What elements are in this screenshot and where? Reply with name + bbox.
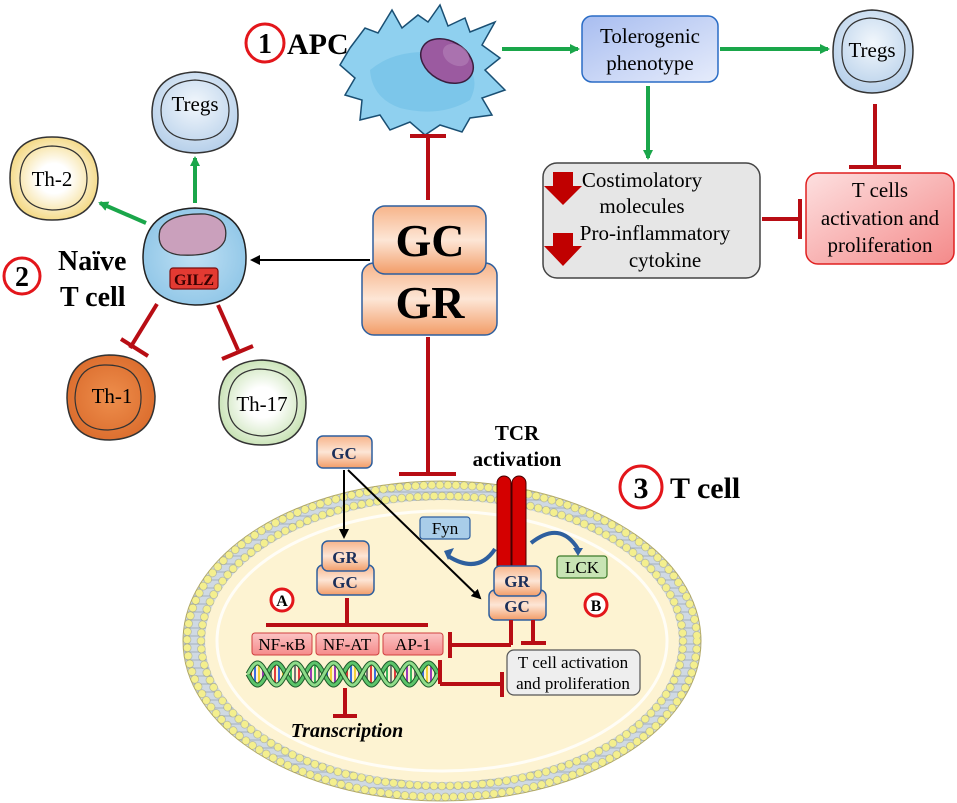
curved-arrow-head-icon (444, 548, 454, 560)
costim-line2: molecules (599, 194, 684, 218)
marker-b-label: B (591, 598, 602, 615)
section-2-label: 2 Naïve T cell (2, 246, 126, 313)
tolerogenic-line2: phenotype (606, 51, 693, 75)
marker-a: A (269, 587, 295, 613)
section-3-label: 3 T cell (618, 464, 740, 510)
gc-box-center (372, 205, 487, 275)
gr-b-label: GR (504, 572, 530, 591)
tf-nfat: NF-AT (315, 632, 380, 656)
tolerogenic-phenotype-box: Tolerogenic phenotype (581, 15, 719, 83)
proinf-line2: cytokine (629, 248, 701, 272)
curved-arrow-icon (529, 531, 580, 551)
tcell-label: T cell (670, 472, 740, 505)
number-circle-1 (244, 22, 286, 64)
down-arrow-icon (544, 172, 582, 205)
gc-a-label: GC (332, 573, 358, 592)
tf-nfkb-label: NF-κB (258, 635, 305, 654)
transcription-label: Transcription (291, 720, 404, 742)
gr-gc-complex-a: GR GC (316, 540, 375, 596)
tf-nfat-label: NF-AT (323, 635, 372, 654)
tolerogenic-line1: Tolerogenic (600, 24, 700, 48)
inhibit-gr-to-tfs (266, 598, 428, 627)
tcells-line1: T cells (852, 178, 908, 202)
tf-nfkb: NF-κB (251, 632, 313, 656)
tregs-right-label: Tregs (848, 38, 895, 62)
marker-a-label: A (276, 593, 288, 610)
costimulatory-box: Costimolatory molecules Pro-inflammatory… (542, 162, 761, 279)
number-circle-3 (618, 464, 664, 510)
curved-arrow-icon (446, 547, 497, 566)
inhibit-gr-to-tcell (399, 337, 456, 476)
lck-box: LCK (556, 555, 608, 579)
dna-helix-icon (245, 660, 441, 688)
tcells-activation-box: T cells activation and proliferation (805, 172, 955, 265)
arrow-gc-to-gr-b (347, 469, 482, 600)
proinf-line1: Pro-inflammatory (580, 221, 731, 245)
th17-cell: Th-17 (218, 359, 307, 446)
naive-nucleus (158, 213, 227, 256)
number-1: 1 (258, 29, 272, 60)
apc-cell-icon (339, 3, 507, 136)
tregs-cell-right: Tregs (832, 9, 914, 94)
naive-label-line2: T cell (60, 282, 126, 313)
arrow-naive-to-th2 (98, 201, 147, 225)
gilz-badge (169, 267, 219, 290)
naive-label-line1: Naïve (58, 246, 126, 277)
gc-center-label: GC (396, 215, 465, 266)
gc-gr-complex-center: GC GR (361, 205, 498, 336)
marker-b: B (583, 592, 609, 618)
th1-cell: Th-1 (66, 354, 156, 441)
gr-center-label: GR (396, 277, 466, 328)
tcells-line3: proliferation (828, 233, 933, 257)
tf-ap1: AP-1 (382, 632, 444, 656)
apc-label: APC (287, 28, 349, 61)
th17-label: Th-17 (236, 392, 287, 416)
section-1-label: 1 APC (244, 22, 349, 64)
inhibit-dna-to-transcription (333, 688, 357, 718)
lck-label: LCK (565, 558, 600, 577)
inhibit-dna-to-tcell-act (438, 660, 504, 697)
gc-outside-label: GC (331, 444, 357, 463)
naive-tcell-icon: GILZ (142, 207, 247, 306)
number-3: 3 (634, 472, 649, 505)
gr-gc-complex-b: GR GC (488, 565, 547, 621)
tcell-activation-box: T cell activation and proliferation (506, 649, 641, 696)
inhibit-grb-to-tcell-act (521, 620, 546, 645)
inhibit-naive-to-th17 (216, 304, 254, 361)
curved-arrow-head-icon (573, 548, 583, 556)
gr-a-label: GR (332, 548, 358, 567)
tcell-act-line1: T cell activation (518, 653, 629, 672)
fyn-label: Fyn (432, 519, 459, 538)
tcells-line2: activation and (821, 206, 940, 230)
gc-box-outside: GC (316, 435, 373, 469)
dna-strand (246, 661, 440, 687)
inhibit-costim-to-tcells (762, 199, 802, 239)
costim-line1: Costimolatory (582, 168, 703, 192)
inhibit-tregs-to-tcells (849, 104, 901, 169)
number-circle-2 (2, 256, 42, 296)
tregs-cell-left: Tregs (151, 71, 239, 154)
down-arrow-icon (544, 233, 582, 266)
fyn-box: Fyn (419, 516, 471, 540)
number-2: 2 (15, 262, 29, 293)
gilz-label: GILZ (174, 272, 214, 289)
th1-label: Th-1 (92, 384, 133, 408)
gc-b-label: GC (504, 597, 530, 616)
tf-ap1-label: AP-1 (395, 635, 431, 654)
th2-label: Th-2 (32, 167, 73, 191)
tcr-label-line2: activation (473, 447, 562, 471)
tcell-act-line2: and proliferation (516, 674, 630, 693)
inhibit-grb-to-tfs (448, 620, 513, 658)
inhibit-naive-to-th1 (119, 302, 159, 358)
inhibit-gc-to-apc (410, 134, 446, 200)
tcr-label-line1: TCR (495, 421, 540, 445)
tregs-left-label: Tregs (171, 92, 218, 116)
th2-cell: Th-2 (9, 136, 99, 221)
